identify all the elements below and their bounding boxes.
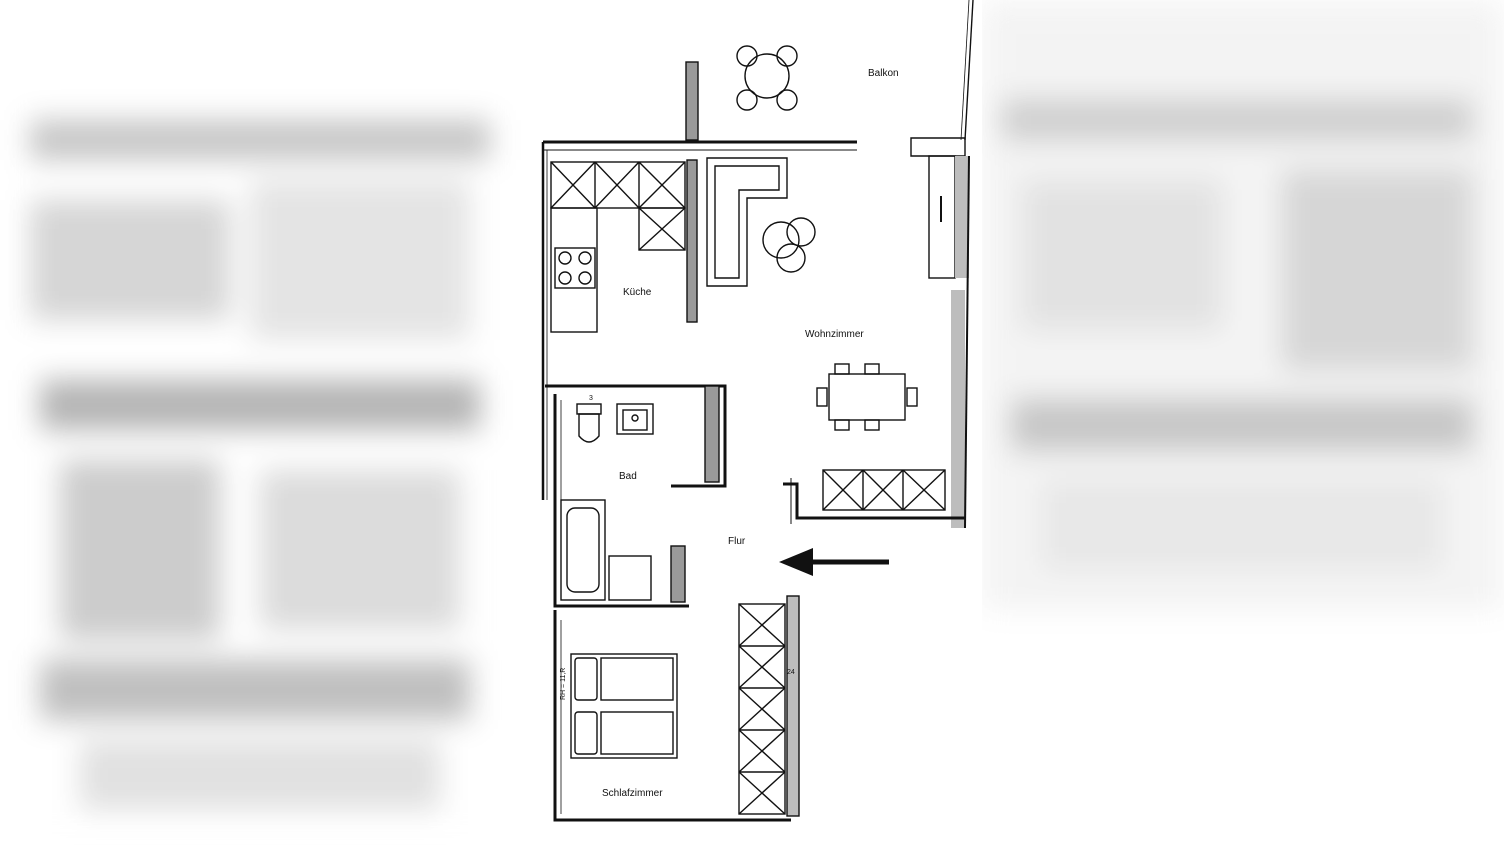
balcony-partition-wall [685, 61, 699, 141]
kitchen-partition-wall [686, 159, 698, 323]
room-label-balkon: Balkon [868, 68, 899, 79]
bed-icon [570, 653, 678, 759]
height-note: RH = 11,R [560, 668, 567, 700]
kitchen-cabinet-tall [638, 207, 686, 251]
bedroom-walls [553, 610, 791, 822]
sink-icon [616, 403, 654, 435]
bath-tag: 3 [589, 395, 593, 402]
room-label-wohnzimmer: Wohnzimmer [805, 329, 864, 340]
dining-table-icon [816, 363, 918, 431]
wardrobe-cabinets [738, 603, 786, 815]
room-label-bad: Bad [619, 471, 637, 482]
blurred-background-right [982, 0, 1504, 846]
toilet-icon [576, 403, 602, 443]
coffee-table-icon [762, 217, 816, 273]
bathtub-icon [560, 499, 606, 601]
balcony-railing [964, 0, 974, 141]
arrow-left-icon [779, 548, 889, 576]
room-label-kueche: Küche [623, 287, 652, 298]
blurred-background-left [0, 0, 521, 846]
sofa-icon [706, 157, 788, 287]
sideboard-cabinets [822, 469, 946, 511]
bathroom-walls [545, 384, 727, 608]
kitchen-cabinets-top [550, 161, 686, 209]
floor-plan-drawing: Balkon Küche Wohnzimmer Bad Flur Schlafz… [541, 0, 974, 822]
washing-machine [608, 555, 652, 601]
room-label-flur: Flur [728, 536, 746, 547]
floor-plan: Balkon Küche Wohnzimmer Bad Flur Schlafz… [521, 0, 982, 846]
kitchen-counter-left [550, 207, 598, 333]
balcony-table-icon [736, 45, 798, 111]
room-label-schlafzimmer: Schlafzimmer [602, 788, 663, 799]
wall-tag: 24 [787, 669, 795, 676]
stove-icon [554, 247, 596, 289]
